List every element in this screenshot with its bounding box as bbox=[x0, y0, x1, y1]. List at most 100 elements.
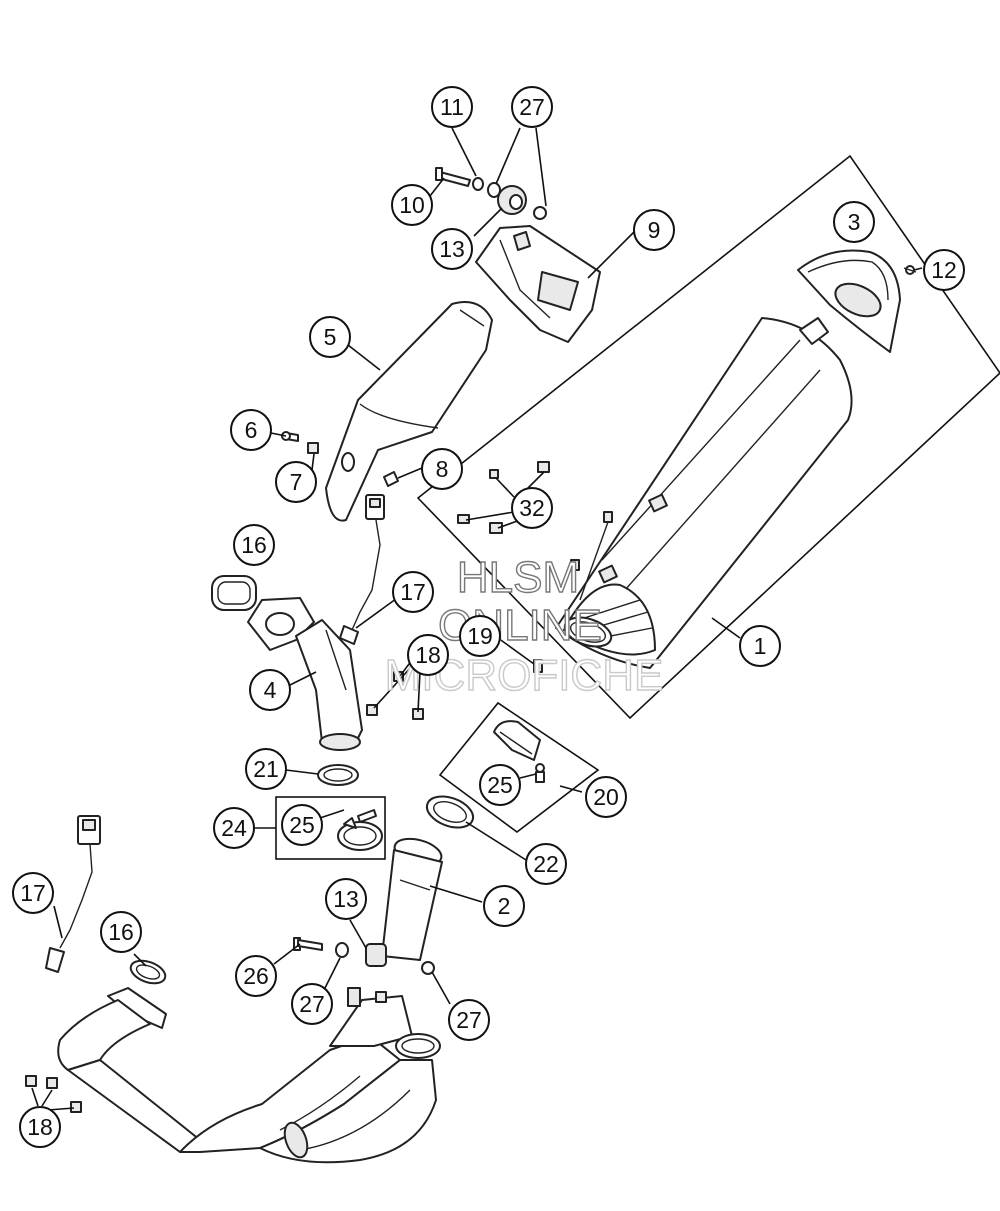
callout-circle bbox=[421, 448, 463, 490]
callout-3: 3 bbox=[833, 201, 875, 243]
header-pipe-upper bbox=[247, 597, 363, 751]
callout-circle bbox=[249, 669, 291, 711]
callout-21: 21 bbox=[245, 748, 287, 790]
callout-13-lower: 13 bbox=[325, 878, 367, 920]
gasket-16-lower bbox=[129, 959, 167, 985]
callout-circle bbox=[431, 86, 473, 128]
oxygen-sensor-lower bbox=[45, 815, 101, 973]
callout-label: 17 bbox=[20, 880, 46, 906]
callout-circle bbox=[309, 316, 351, 358]
clamp-20 bbox=[493, 720, 545, 783]
callout-label: 16 bbox=[241, 532, 267, 558]
callout-circle bbox=[431, 228, 473, 270]
callout-label: 18 bbox=[415, 642, 441, 668]
callout-16-upper: 16 bbox=[233, 524, 275, 566]
bolt-26 bbox=[293, 937, 323, 951]
callout-2: 2 bbox=[483, 885, 525, 927]
callout-label: 25 bbox=[487, 772, 513, 798]
callout-label: 12 bbox=[931, 257, 957, 283]
washer-11 bbox=[472, 177, 484, 191]
callout-13: 13 bbox=[431, 228, 473, 270]
callout-27-lower-left: 27 bbox=[291, 983, 333, 1025]
callout-circle bbox=[585, 776, 627, 818]
callout-circle bbox=[483, 885, 525, 927]
callout-circle bbox=[511, 86, 553, 128]
callout-label: 7 bbox=[290, 469, 303, 495]
callout-label: 27 bbox=[519, 94, 545, 120]
callout-circle bbox=[391, 184, 433, 226]
callout-10: 10 bbox=[391, 184, 433, 226]
nut-8 bbox=[383, 471, 399, 487]
callout-9: 9 bbox=[633, 209, 675, 251]
nuts-18-lower bbox=[25, 1075, 82, 1113]
callout-circle bbox=[739, 625, 781, 667]
muffler-body bbox=[555, 317, 853, 669]
callout-label: 9 bbox=[648, 217, 661, 243]
spacers-27-lower bbox=[335, 942, 435, 975]
callout-circle bbox=[325, 878, 367, 920]
callout-1: 1 bbox=[739, 625, 781, 667]
callout-label: 27 bbox=[456, 1007, 482, 1033]
oxygen-sensor-upper bbox=[339, 494, 385, 645]
callout-label: 11 bbox=[440, 94, 464, 120]
callout-label: 1 bbox=[754, 633, 767, 659]
callout-label: 6 bbox=[245, 417, 258, 443]
callout-label: 25 bbox=[289, 812, 315, 838]
screw-6 bbox=[281, 431, 299, 442]
callout-26: 26 bbox=[235, 955, 277, 997]
callout-circle bbox=[235, 955, 277, 997]
callout-label: 17 bbox=[400, 579, 426, 605]
callout-circle bbox=[448, 999, 490, 1041]
callout-label: 8 bbox=[436, 456, 449, 482]
callout-label: 3 bbox=[848, 209, 861, 235]
bolt-10 bbox=[435, 167, 471, 187]
callout-circle bbox=[459, 615, 501, 657]
callout-label: 18 bbox=[27, 1114, 53, 1140]
callout-17-upper: 17 bbox=[392, 571, 434, 613]
leader-lines bbox=[31, 127, 923, 1111]
callout-11: 11 bbox=[431, 86, 473, 128]
spacer-27-top bbox=[487, 182, 547, 220]
clamp-24 bbox=[337, 809, 383, 851]
callout-20: 20 bbox=[585, 776, 627, 818]
callout-label: 13 bbox=[333, 886, 359, 912]
callout-label: 26 bbox=[243, 963, 269, 989]
callouts: 11 27 10 13 9 3 12 5 6 7 8 32 16 17 4 18… bbox=[12, 86, 965, 1148]
callout-label: 13 bbox=[439, 236, 465, 262]
callout-label: 22 bbox=[533, 851, 559, 877]
callout-7: 7 bbox=[275, 461, 317, 503]
callout-circle bbox=[230, 409, 272, 451]
muffler-group-frame bbox=[416, 154, 1000, 720]
callout-5: 5 bbox=[309, 316, 351, 358]
muffler-end-cap bbox=[797, 249, 901, 353]
callout-19: 19 bbox=[459, 615, 501, 657]
callout-circle bbox=[12, 872, 54, 914]
callout-label: 16 bbox=[108, 919, 134, 945]
gasket-16-upper bbox=[211, 575, 257, 611]
callout-18-middle: 18 bbox=[407, 634, 449, 676]
clamp-group-20-frame bbox=[438, 701, 600, 834]
callout-25-group24: 25 bbox=[281, 804, 323, 846]
mid-pipe bbox=[365, 837, 443, 967]
callout-circle bbox=[633, 209, 675, 251]
callout-circle bbox=[392, 571, 434, 613]
callout-22: 22 bbox=[525, 843, 567, 885]
callout-circle bbox=[923, 249, 965, 291]
callout-17-lower: 17 bbox=[12, 872, 54, 914]
callout-circle bbox=[479, 764, 521, 806]
callout-label: 21 bbox=[253, 756, 279, 782]
callout-label: 20 bbox=[593, 784, 619, 810]
upper-bracket bbox=[475, 225, 601, 343]
gasket-21 bbox=[317, 764, 359, 786]
callout-circle bbox=[19, 1106, 61, 1148]
callout-circle bbox=[275, 461, 317, 503]
callout-label: 32 bbox=[519, 495, 545, 521]
callout-label: 2 bbox=[498, 893, 511, 919]
callout-circle bbox=[233, 524, 275, 566]
callout-circle bbox=[281, 804, 323, 846]
callout-label: 24 bbox=[221, 815, 247, 841]
callout-circle bbox=[833, 201, 875, 243]
callout-32: 32 bbox=[511, 487, 553, 529]
gasket-22 bbox=[425, 795, 475, 829]
